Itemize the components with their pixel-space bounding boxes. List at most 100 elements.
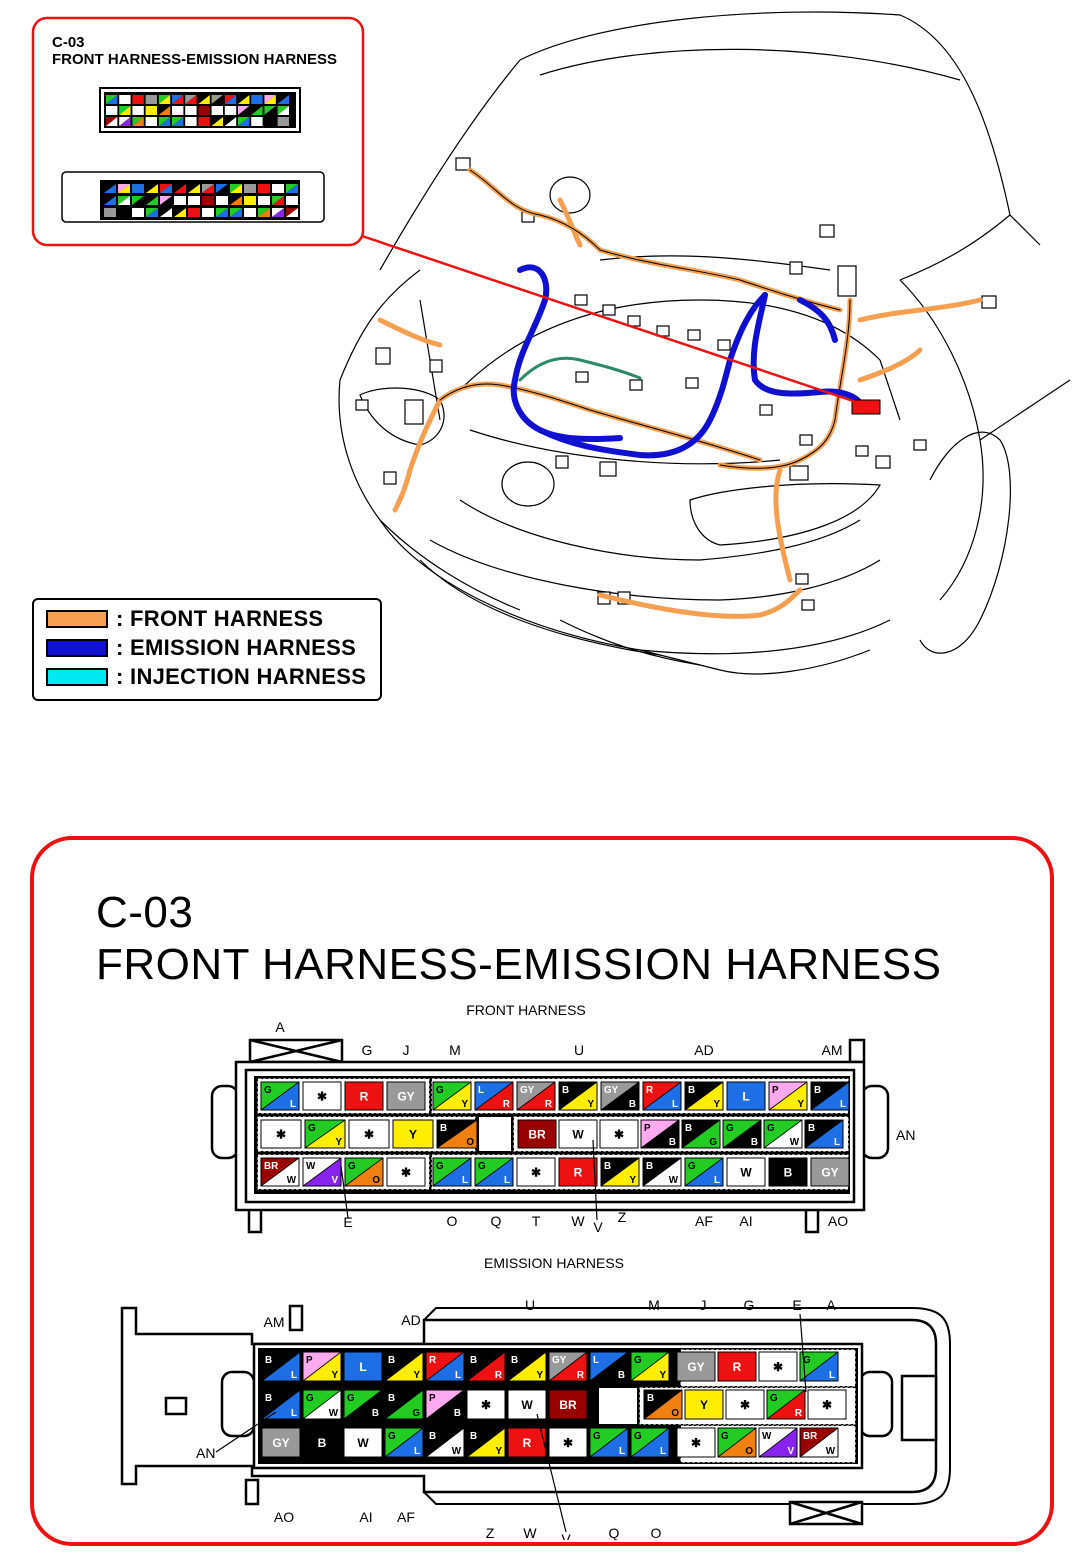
terminal-cell: BO xyxy=(436,1119,478,1149)
terminal-cell: ✱ xyxy=(807,1389,847,1420)
wire-color-label: B xyxy=(429,1431,436,1442)
wire-color-label: B xyxy=(646,1161,653,1172)
wire-color-label: ✱ xyxy=(773,1360,783,1374)
wire-color-label: G xyxy=(388,1431,396,1442)
terminal-cell: GL xyxy=(384,1427,424,1458)
mini-terminal xyxy=(118,184,130,193)
wire-color-label: W xyxy=(521,1398,533,1412)
terminal-cell: ✱ xyxy=(758,1351,798,1382)
wire-stripe-label: Y xyxy=(797,1099,804,1110)
terminal-cell: BY xyxy=(507,1351,547,1382)
terminal-cell: LR xyxy=(474,1081,514,1111)
terminal-cell: BR xyxy=(466,1351,506,1382)
terminal-cell: GO xyxy=(717,1427,757,1458)
wire-stripe-label: G xyxy=(412,1408,420,1419)
mini-terminal xyxy=(264,117,276,126)
terminal-cell: B xyxy=(768,1157,808,1187)
mini-terminal xyxy=(286,196,298,205)
mini-terminal xyxy=(146,196,158,205)
mini-terminal xyxy=(202,184,214,193)
wire-color-label: GY xyxy=(552,1355,567,1366)
terminal-cell: ✱ xyxy=(599,1119,639,1149)
terminal-cell: BY xyxy=(384,1351,424,1382)
terminal-cell: RL xyxy=(642,1081,682,1111)
terminal-cell: ✱ xyxy=(676,1427,716,1458)
terminal-cell: L xyxy=(726,1081,766,1111)
terminal-cell: GL xyxy=(684,1157,724,1187)
mini-terminal xyxy=(185,95,197,104)
wire-color-label: G xyxy=(347,1393,355,1404)
mini-terminal xyxy=(158,117,171,126)
terminal-cell: Y xyxy=(684,1389,724,1420)
wire-color-label: L xyxy=(359,1360,366,1374)
wire-color-label: BR xyxy=(528,1127,546,1141)
wire-color-label: BR xyxy=(803,1431,817,1442)
wire-color-label: BR xyxy=(559,1398,577,1412)
mini-terminal xyxy=(185,106,197,115)
terminal-cell: BL xyxy=(261,1389,301,1420)
mini-terminal xyxy=(224,106,237,115)
terminal-cell: GL xyxy=(260,1081,300,1111)
terminal-cell: BL xyxy=(810,1081,850,1111)
terminal-cell: GL xyxy=(630,1427,670,1458)
wire-color-label: P xyxy=(772,1085,779,1096)
wire-color-label: G xyxy=(688,1161,696,1172)
pin-label: A xyxy=(275,1019,285,1035)
legend-emission-harness: : EMISSION HARNESS xyxy=(46,635,356,660)
engine-bay-illustration xyxy=(338,11,1071,675)
wire-color-label: G xyxy=(306,1393,314,1404)
terminal-cell: GL xyxy=(589,1427,629,1458)
mini-terminal xyxy=(104,184,116,193)
mini-terminal xyxy=(286,208,298,217)
emission-side-pin-label: AN xyxy=(196,1445,215,1461)
mini-terminal xyxy=(211,117,223,126)
mini-terminal xyxy=(132,95,144,104)
mini-terminal xyxy=(277,106,289,115)
pin-label: AI xyxy=(739,1213,752,1229)
wire-stripe-label: Y xyxy=(413,1370,420,1381)
wire-color-label: G xyxy=(803,1355,811,1366)
mini-terminal xyxy=(174,184,186,193)
wire-color-label: ✱ xyxy=(614,1127,624,1141)
mini-terminal xyxy=(244,208,256,217)
terminal-cell: ✱ xyxy=(260,1119,302,1149)
mini-terminal xyxy=(160,184,172,193)
mini-terminal xyxy=(188,184,200,193)
pin-label: V xyxy=(593,1219,603,1235)
wire-stripe-label: R xyxy=(795,1408,802,1419)
emission-harness-swatch xyxy=(46,639,108,657)
legend-label: : FRONT HARNESS xyxy=(116,606,324,631)
wire-stripe-label: L xyxy=(714,1175,720,1186)
wire-color-label: B xyxy=(470,1355,477,1366)
wire-color-label: G xyxy=(593,1431,601,1442)
mini-terminal xyxy=(251,117,263,126)
wire-color-label: W xyxy=(572,1127,584,1141)
mini-terminal xyxy=(272,184,284,193)
mini-terminal xyxy=(258,196,270,205)
mini-terminal xyxy=(264,106,276,115)
mini-terminal xyxy=(132,117,144,126)
terminal-cell: PB xyxy=(640,1119,680,1149)
wire-stripe-label: Y xyxy=(335,1137,342,1148)
terminal-cell: PY xyxy=(302,1351,342,1382)
wire-color-label: BR xyxy=(264,1161,278,1172)
terminal-cell: ✱ xyxy=(348,1119,390,1149)
mini-terminal xyxy=(224,117,237,126)
wire-stripe-label: Y xyxy=(536,1370,543,1381)
mini-terminal xyxy=(230,208,242,217)
wire-stripe-label: L xyxy=(504,1175,510,1186)
mini-terminal xyxy=(277,117,289,126)
mini-terminal xyxy=(106,95,118,104)
mini-terminal xyxy=(264,106,276,115)
terminal-cell: WV xyxy=(302,1157,342,1187)
mini-terminal xyxy=(238,95,250,104)
terminal-cell: BY xyxy=(600,1157,640,1187)
mini-terminal xyxy=(104,196,116,205)
wire-stripe-label: W xyxy=(826,1446,836,1457)
wire-stripe-label: W xyxy=(669,1175,679,1186)
mini-terminal xyxy=(119,106,131,115)
thumbnail-connector-name: FRONT HARNESS-EMISSION HARNESS xyxy=(52,51,338,68)
wire-stripe-label: O xyxy=(372,1175,380,1186)
wire-color-label: P xyxy=(644,1123,651,1134)
